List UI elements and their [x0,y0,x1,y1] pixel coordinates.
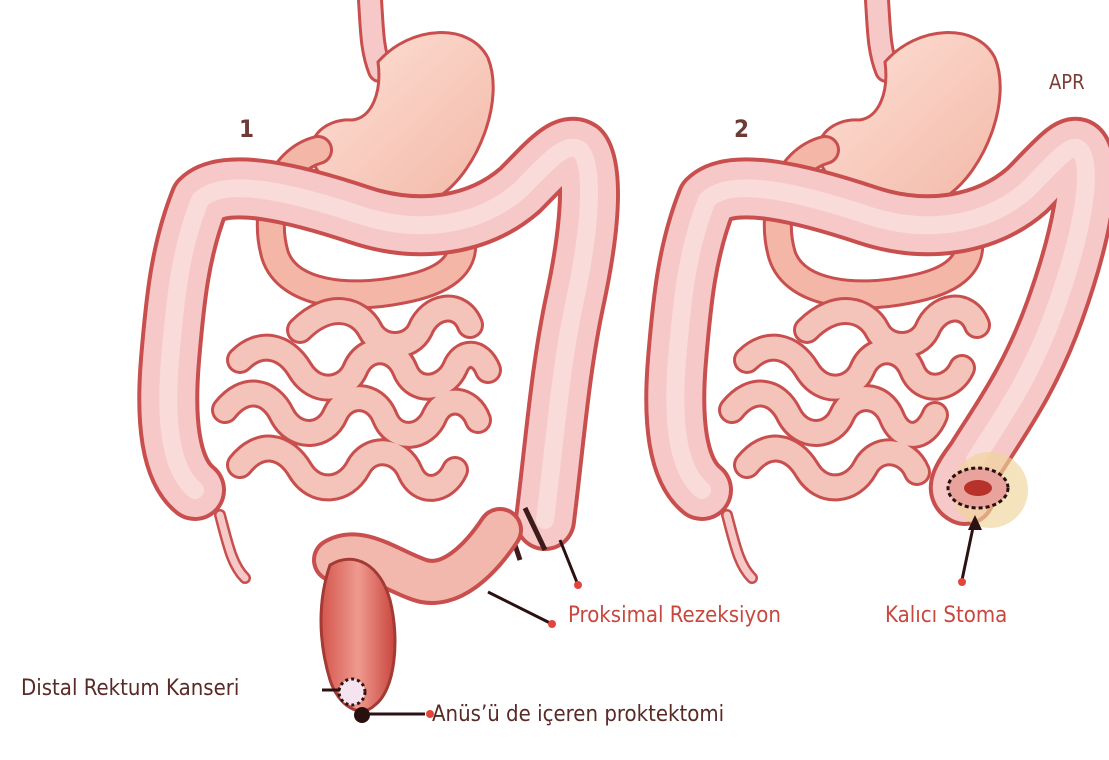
label-proximal-resection: Proksimal Rezeksiyon [568,605,781,627]
label-distal-rectum-cancer: Distal Rektum Kanseri [21,678,239,700]
panel-2-number: 2 [734,117,749,141]
panel-2-illustration [675,0,1086,586]
panel-1-number: 1 [239,117,254,141]
label-permanent-stoma: Kalıcı Stoma [885,605,1007,627]
label-proctectomy: Anüs’ü de içeren proktektomi [432,704,724,726]
small-intestine [225,309,488,488]
panel-1-illustration [168,0,589,723]
procedure-title: APR [1049,72,1085,92]
tumor-marker [339,679,365,705]
